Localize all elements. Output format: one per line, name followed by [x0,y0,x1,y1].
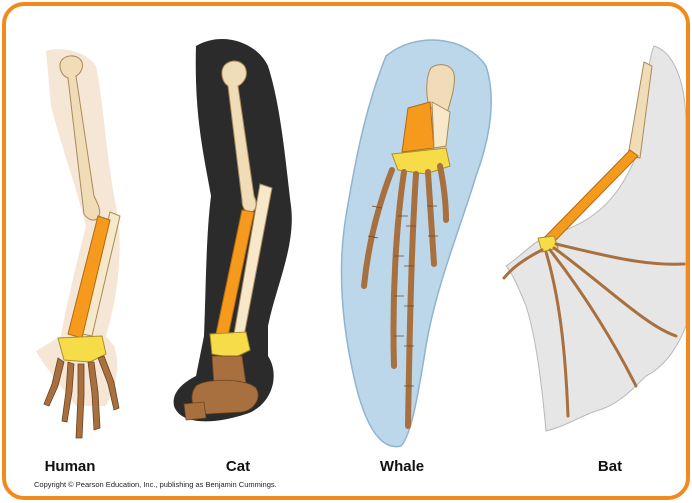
human-arm [36,49,120,438]
homologous-limbs-illustration [6,6,690,500]
whale-body [341,40,491,447]
label-bat: Bat [598,458,622,475]
label-human: Human [45,458,96,475]
bat-wing [504,46,686,431]
label-cat: Cat [226,458,250,475]
whale-flipper [341,40,491,447]
copyright-notice: Copyright © Pearson Education, Inc., pub… [34,480,277,489]
cat-leg [174,39,292,421]
bat-wing-membrane [506,46,686,431]
label-whale: Whale [380,458,424,475]
